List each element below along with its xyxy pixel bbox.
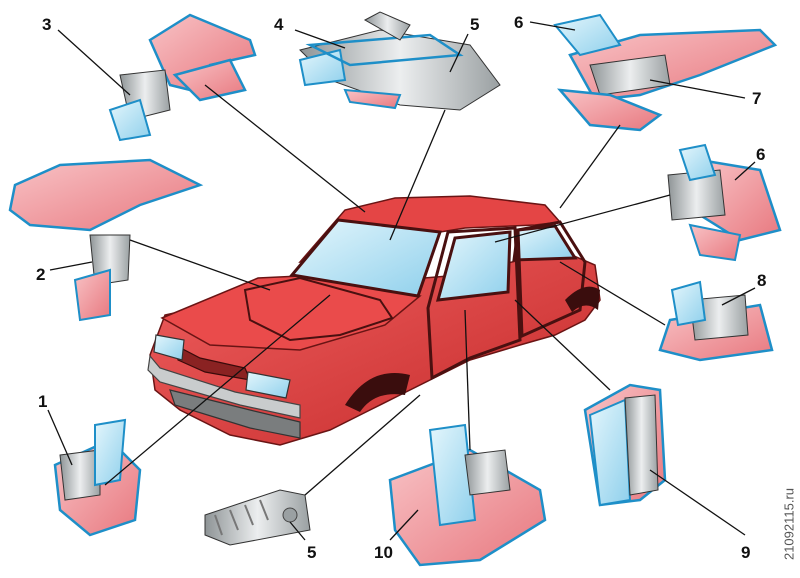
- seal-detail-4-5: [298, 11, 501, 111]
- seal-detail-2: [8, 158, 204, 322]
- seal-detail-6-7: [553, 13, 778, 132]
- callout-4: 4: [274, 15, 284, 34]
- seal-detail-8: [658, 280, 774, 362]
- car-left-headlight: [153, 334, 185, 361]
- seal-detail-9: [583, 383, 667, 507]
- car-rear-door: [516, 220, 587, 339]
- car-front-door: [426, 226, 522, 381]
- car-windshield: [289, 218, 443, 298]
- callout-7: 7: [752, 89, 762, 108]
- seal-detail-1: [53, 418, 142, 537]
- callout-5-bottom: 5: [307, 543, 317, 562]
- watermark-text: 21092115.ru: [781, 487, 797, 561]
- callout-6-top: 6: [514, 13, 524, 32]
- seal-detail-10: [388, 423, 547, 567]
- seal-detail-6-right: [667, 143, 782, 262]
- watermark: 21092115.ru: [780, 472, 798, 576]
- callout-10: 10: [374, 543, 393, 562]
- car-front-bumper: [147, 354, 301, 419]
- car-body: [147, 195, 601, 446]
- car-hood: [160, 275, 422, 351]
- car-rear-wheel-arch: [565, 286, 600, 312]
- callout-3: 3: [42, 15, 52, 34]
- callout-6-right: 6: [756, 145, 766, 164]
- callout-8: 8: [757, 271, 767, 290]
- leader-lines: [47, 21, 756, 541]
- callout-1: 1: [38, 392, 48, 411]
- car-front-wheel-arch: [345, 373, 410, 412]
- car-hood-seal-outline: [243, 276, 394, 342]
- seal-detail-5-bottom: [204, 489, 311, 546]
- callout-9: 9: [741, 543, 751, 562]
- seal-detail-3: [108, 13, 257, 142]
- car-front-door-window: [435, 230, 512, 302]
- callout-2: 2: [36, 265, 46, 284]
- callout-5-top: 5: [470, 15, 480, 34]
- car-right-headlight: [245, 371, 291, 399]
